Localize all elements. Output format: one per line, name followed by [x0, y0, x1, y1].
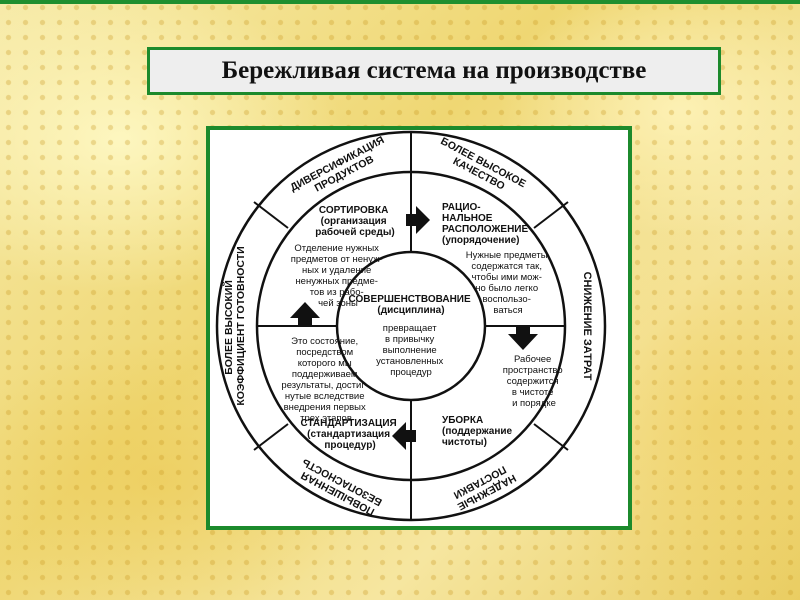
- step-clean-title: УБОРКА (поддержание чистоты): [442, 415, 515, 448]
- step-order-text: Нужные предметы содержатся так, чтобы им…: [466, 250, 550, 316]
- benefit-label: ПОВЫШЕННАЯ БЕЗОПАСНОСТЬ: [294, 456, 384, 519]
- center-title: СОВЕРШЕНСТВОВАНИЕ (дисциплина): [349, 294, 474, 316]
- text-line: но было легко: [475, 283, 538, 294]
- text-line: содержится: [507, 376, 559, 387]
- text-line: воспользо-: [482, 294, 530, 305]
- text-line: в привычку: [385, 334, 435, 345]
- text-line: результаты, достиг-: [281, 380, 368, 391]
- center-subtitle-line: (дисциплина): [377, 305, 444, 316]
- step-sort-title: СОРТИРОВКА (организация рабочей среды): [315, 205, 394, 238]
- title-line: (упорядочение): [442, 235, 520, 246]
- arrow-up-icon: [290, 302, 320, 326]
- title-line: РАСПОЛОЖЕНИЕ: [442, 224, 528, 235]
- text-line: чей зоны: [318, 298, 358, 309]
- slide-title-box: Бережливая система на производстве: [147, 47, 721, 95]
- text-line: Это состояние,: [291, 336, 358, 347]
- ring-divider: [253, 201, 289, 229]
- text-line: которого мы: [298, 358, 352, 369]
- step-order-title: РАЦИО- НАЛЬНОЕ РАСПОЛОЖЕНИЕ (упорядочени…: [442, 202, 531, 246]
- text-line: внедрения первых: [284, 402, 366, 413]
- title-line: (организация: [321, 216, 387, 227]
- step-sort-text: Отделение нужных предметов от ненуж- ных…: [291, 243, 386, 309]
- text-line: Отделение нужных: [294, 243, 379, 254]
- arrow-down-icon: [508, 326, 538, 350]
- text-line: нутые вследствие: [285, 391, 365, 402]
- ring-divider: [533, 423, 569, 451]
- title-line: рабочей среды): [315, 226, 394, 238]
- slide-title: Бережливая система на производстве: [221, 57, 647, 84]
- title-line: (стандартизация: [307, 429, 390, 440]
- title-line: НАЛЬНОЕ: [442, 213, 493, 224]
- step-standard-title: СТАНДАРТИЗАЦИЯ (стандартизация процедур): [300, 418, 399, 451]
- text-line: тов из рабо-: [310, 287, 364, 298]
- text-line: ненужных предме-: [295, 276, 377, 287]
- text-line: посредством: [296, 347, 353, 358]
- benefit-label: ДИВЕРСИФИКАЦИЯ ПРОДУКТОВ: [288, 133, 394, 205]
- benefit-label: БОЛЕЕ ВЫСОКИЙ КОЭФФИЦИЕНТ ГОТОВНОСТИ: [222, 246, 247, 405]
- text-line: Рабочее: [514, 354, 551, 365]
- step-standard-text: Это состояние, посредством которого мы п…: [281, 336, 370, 424]
- text-line: чтобы ими мож-: [471, 272, 541, 283]
- benefit-line: КОЭФФИЦИЕНТ ГОТОВНОСТИ: [235, 246, 247, 405]
- title-line: чистоты): [442, 437, 487, 448]
- text-line: содержатся так,: [471, 261, 542, 272]
- text-line: установленных: [376, 356, 443, 367]
- arrow-left-icon: [392, 422, 416, 450]
- lean-5s-diagram: ДИВЕРСИФИКАЦИЯ ПРОДУКТОВ БОЛЕЕ ВЫСОКОЕ К…: [215, 130, 607, 522]
- text-line: в чистоте: [512, 387, 554, 398]
- ring-divider: [533, 201, 569, 229]
- title-line: СТАНДАРТИЗАЦИЯ: [300, 418, 396, 429]
- text-line: предметов от ненуж-: [291, 254, 383, 265]
- center-title-line: СОВЕРШЕНСТВОВАНИЕ: [349, 294, 471, 305]
- title-line: УБОРКА: [442, 415, 483, 426]
- diagram-frame: ДИВЕРСИФИКАЦИЯ ПРОДУКТОВ БОЛЕЕ ВЫСОКОЕ К…: [206, 126, 632, 530]
- text-line: поддерживаем: [292, 369, 358, 380]
- text-line: трех этапов: [300, 413, 352, 424]
- benefit-line: БОЛЕЕ ВЫСОКИЙ: [222, 280, 235, 375]
- step-clean-text: Рабочее пространство содержится в чистот…: [503, 354, 566, 409]
- benefit-line: СНИЖЕНИЕ ЗАТРАТ: [581, 272, 593, 381]
- text-line: превращает: [383, 323, 437, 334]
- benefit-label: СНИЖЕНИЕ ЗАТРАТ: [581, 272, 593, 381]
- title-line: СОРТИРОВКА: [319, 205, 388, 216]
- text-line: и порядке: [512, 398, 556, 409]
- center-text: превращает в привычку выполнение установ…: [376, 323, 446, 378]
- text-line: Нужные предметы: [466, 250, 548, 261]
- text-line: ных и удаление: [302, 265, 371, 276]
- top-rule: [0, 0, 800, 4]
- text-line: ваться: [493, 305, 522, 316]
- title-line: процедур): [324, 440, 375, 451]
- text-line: процедур: [390, 367, 432, 378]
- title-line: РАЦИО-: [442, 202, 481, 213]
- title-line: (поддержание: [442, 426, 513, 437]
- text-line: пространство: [503, 365, 563, 376]
- text-line: выполнение: [383, 345, 437, 356]
- arrow-right-icon: [406, 206, 430, 234]
- ring-divider: [253, 423, 289, 451]
